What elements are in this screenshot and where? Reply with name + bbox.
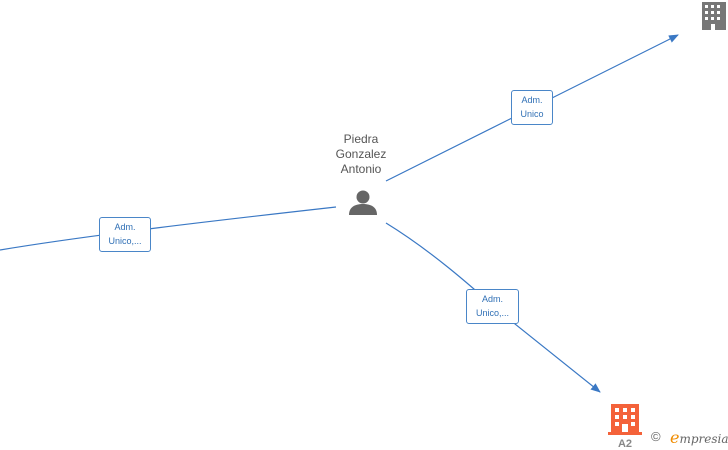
edge-label-bottom-right[interactable]: Adm. Unico,... (466, 289, 519, 324)
building-icon[interactable] (608, 404, 642, 435)
edge-label-line: Adm. (521, 95, 543, 105)
edge-label-line: Adm. (114, 222, 136, 232)
building-icon[interactable] (702, 2, 726, 30)
edge-label-line: Unico (520, 109, 544, 119)
brand-logo: empresia (670, 428, 728, 447)
edge-label-top-right[interactable]: Adm. Unico (511, 90, 553, 125)
copyright-symbol: © (651, 429, 661, 444)
person-name-line: Piedra (343, 132, 379, 146)
edge-label-left[interactable]: Adm. Unico,... (99, 217, 151, 252)
person-icon[interactable] (349, 190, 377, 216)
brand-logo-initial: e (670, 428, 680, 447)
brand-logo-text: mpresia (679, 432, 728, 446)
person-name-line: Gonzalez (335, 147, 387, 161)
edge-label-line: Unico,... (108, 236, 142, 246)
edge-label-line: Unico,... (475, 308, 509, 318)
person-name-line: Antonio (340, 162, 382, 176)
edge-line-left (0, 206, 337, 251)
edge-label-line: Adm. (481, 294, 503, 304)
person-name[interactable]: Piedra Gonzalez Antonio (320, 132, 402, 177)
company-caption[interactable]: A2 (617, 438, 633, 450)
